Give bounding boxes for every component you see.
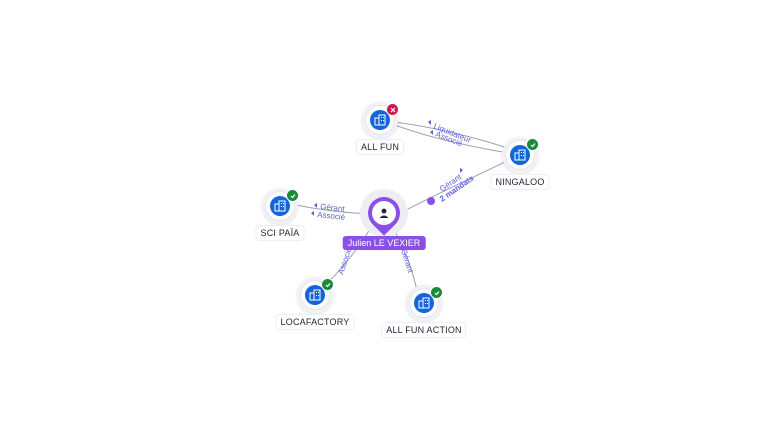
building-icon — [414, 293, 434, 313]
building-icon — [510, 145, 530, 165]
edge-label-gerant-allfunaction: Gérant — [399, 248, 415, 275]
status-active-icon — [321, 278, 334, 291]
person-icon — [372, 201, 396, 225]
mandats-count-icon[interactable] — [427, 197, 435, 205]
arrow-icon — [430, 130, 433, 135]
building-icon — [270, 196, 290, 216]
building-icon — [370, 110, 390, 130]
arrow-icon — [314, 203, 317, 208]
status-active-icon — [286, 189, 299, 202]
status-active-icon — [526, 138, 539, 151]
status-closed-icon — [386, 103, 399, 116]
company-label: ALL FUN ACTION — [382, 323, 466, 337]
edge-label-associe-scipaia: Associé — [317, 210, 346, 222]
status-active-icon — [430, 286, 443, 299]
arrow-icon — [311, 211, 314, 216]
arrow-icon — [428, 120, 431, 125]
company-label: LOCAFACTORY — [276, 315, 354, 329]
company-label: ALL FUN — [356, 140, 404, 154]
arrow-icon — [460, 168, 463, 173]
edge-label-associe-locafactory: Associé — [336, 246, 353, 276]
company-label: SCI PAÏA — [256, 226, 304, 240]
edge-label-gerant-scipaia: Gérant — [320, 202, 346, 214]
company-label: NINGALOO — [491, 175, 549, 189]
person-name-label: Julien LE VEXIER — [342, 236, 426, 250]
building-icon — [305, 285, 325, 305]
